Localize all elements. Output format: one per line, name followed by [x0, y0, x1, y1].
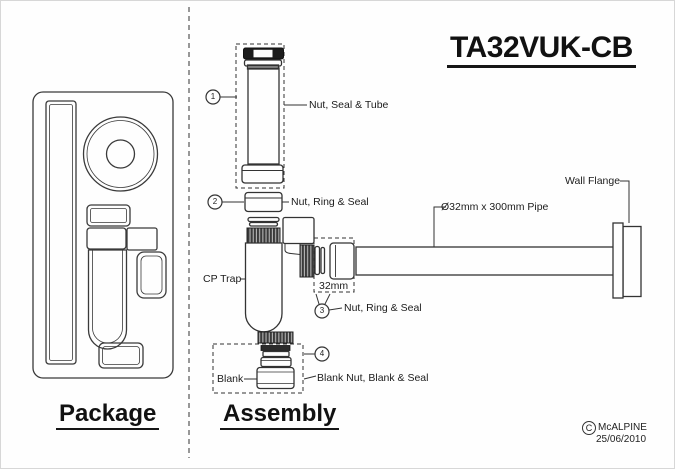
trap-outlet-thread	[299, 244, 315, 278]
pipe	[355, 246, 615, 276]
group-box-1	[235, 43, 285, 189]
tube	[243, 59, 283, 165]
cp-trap-body	[244, 216, 315, 344]
brand-label: McALPINE	[598, 422, 647, 433]
callout-3-circle	[314, 303, 330, 319]
callout-4-number: 4	[319, 349, 325, 358]
callout-3-label: Nut, Ring & Seal	[344, 302, 422, 314]
package-section-label: Package	[56, 401, 160, 430]
outlet-nut	[329, 242, 355, 280]
trap-bottom-thread	[257, 331, 294, 344]
trap-elbow	[282, 216, 315, 245]
flange-pocket-circle	[82, 116, 159, 192]
date-label: 25/06/2010	[596, 434, 647, 445]
assembly-drawing	[212, 43, 642, 394]
callout-4-label: Blank Nut, Blank & Seal	[317, 372, 429, 384]
blank-parts	[256, 345, 295, 390]
callout-2-label: Nut, Ring & Seal	[291, 196, 369, 208]
leader-lines	[220, 96, 630, 380]
tube-pocket	[45, 100, 77, 365]
page-title: TA32VUK-CB	[447, 32, 636, 68]
copyright-circle	[582, 421, 596, 435]
trap-pocket	[86, 204, 167, 369]
callout-1-number: 1	[210, 92, 216, 101]
tube-top-nut	[243, 47, 284, 60]
outlet-ring-seal	[314, 245, 326, 276]
copyright-symbol: C	[585, 423, 593, 433]
blank-label: Blank	[217, 373, 244, 385]
wall-flange	[612, 222, 642, 299]
callout-3-number: 3	[319, 306, 325, 315]
dimension-label: 32mm	[319, 280, 349, 292]
callout-1-label: Nut, Seal & Tube	[309, 99, 389, 111]
assembly-section-label: Assembly	[220, 401, 340, 430]
package-outline	[32, 91, 174, 379]
inlet-nut	[244, 191, 283, 213]
callout-2-number: 2	[212, 197, 218, 206]
blank-nut	[256, 366, 295, 390]
inlet-seal	[247, 216, 280, 227]
cp-trap-label: CP Trap	[203, 273, 242, 285]
pipe-label: Ø32mm x 300mm Pipe	[441, 201, 549, 213]
group-box-4	[212, 343, 304, 394]
tube-bottom-nut	[241, 164, 284, 184]
wall-flange-label: Wall Flange	[565, 175, 621, 187]
package-drawing	[32, 91, 174, 379]
